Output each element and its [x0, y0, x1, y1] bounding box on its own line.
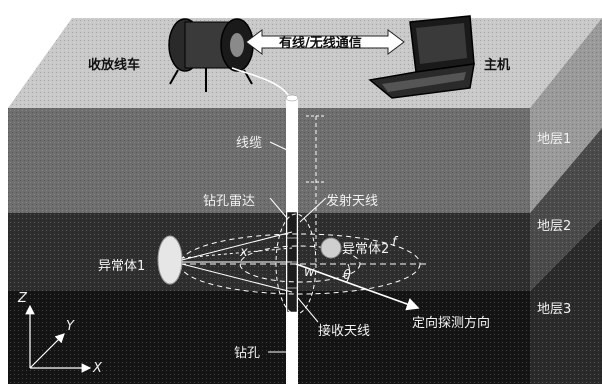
label-host: 主机 — [484, 57, 510, 73]
winch-icon — [168, 18, 254, 92]
laptop-icon — [368, 15, 475, 99]
label-cable: 线缆 — [236, 135, 262, 151]
anomaly-1 — [157, 235, 183, 285]
label-axis-x: X — [92, 361, 103, 376]
label-borehole: 钻孔 — [234, 346, 260, 361]
comm-arrow — [245, 29, 405, 55]
label-axis-z: Z — [17, 291, 28, 306]
coordinate-axes — [25, 304, 92, 373]
label-tx-antenna: 发射天线 — [326, 193, 378, 209]
label-comm: 有线/无线通信 — [279, 35, 362, 51]
label-w: w — [304, 265, 315, 280]
label-anomaly-1: 异常体1 — [98, 259, 145, 274]
label-layer-1: 地层1 — [537, 132, 571, 147]
directional-arrow — [295, 263, 420, 311]
label-anomaly-2: 异常体2 — [342, 242, 389, 257]
label-x-dist: x — [239, 245, 248, 260]
label-rx-antenna: 接收天线 — [318, 323, 370, 339]
label-f: f — [392, 235, 399, 250]
anomaly-2 — [320, 237, 342, 259]
label-theta: θ — [343, 268, 351, 283]
label-borehole-radar: 钻孔雷达 — [203, 194, 255, 209]
label-directional: 定向探测方向 — [412, 315, 490, 331]
label-axis-y: Y — [66, 319, 75, 334]
label-layer-3: 地层3 — [537, 302, 571, 317]
label-layer-2: 地层2 — [537, 219, 571, 234]
label-winch: 收放线车 — [88, 57, 140, 73]
